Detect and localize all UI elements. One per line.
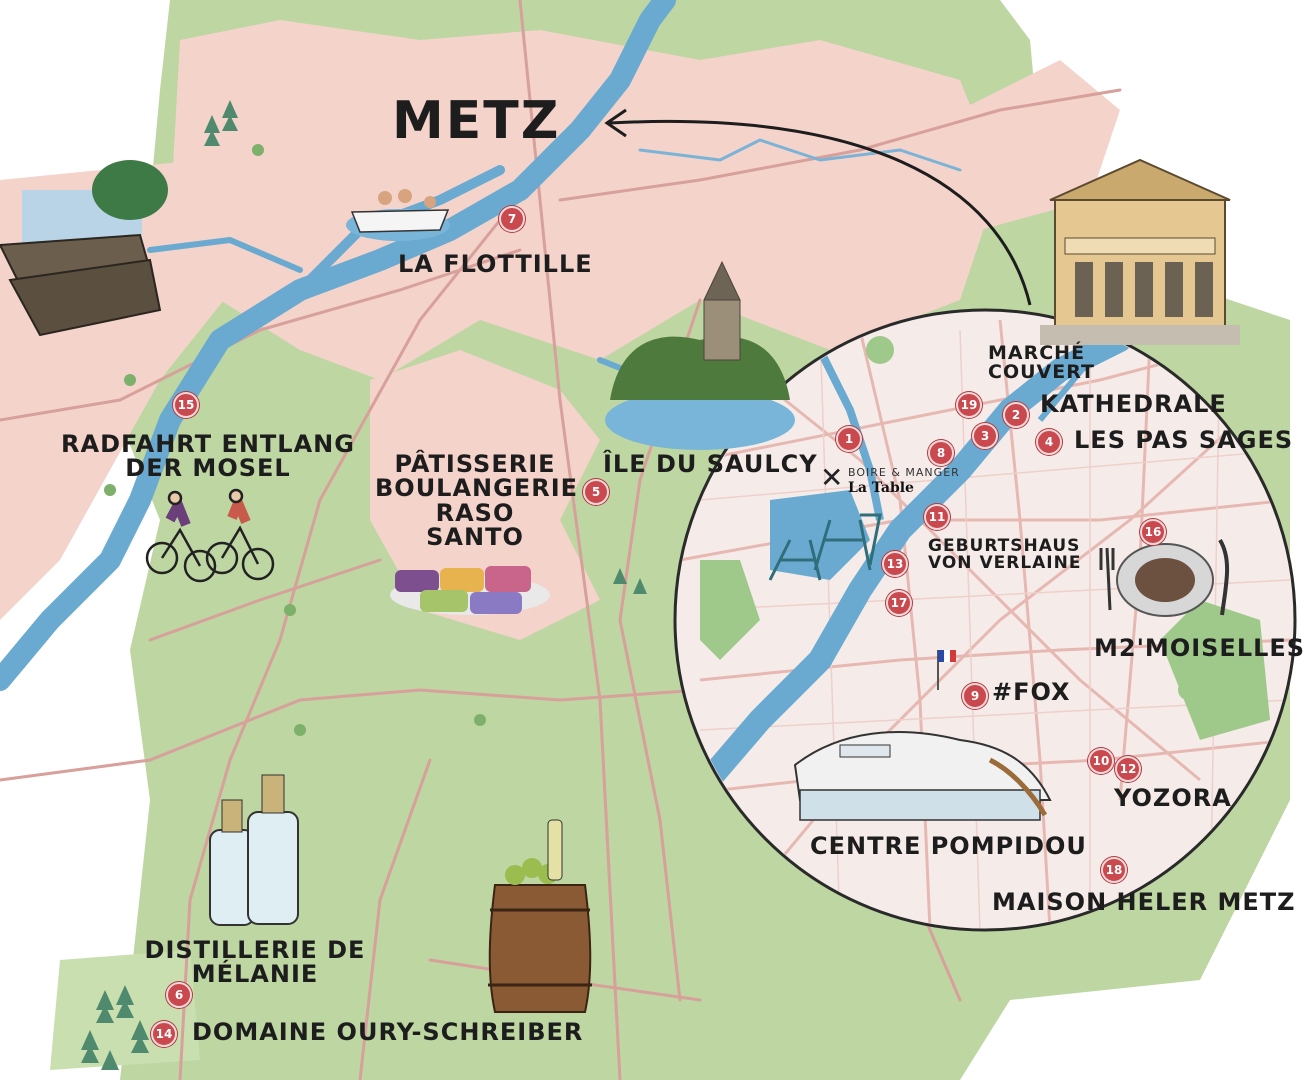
map-pin-13[interactable]: 13 (882, 551, 908, 577)
label-patisserie-line2: BOULANGERIE (375, 474, 579, 503)
label-verlaine-line1: GEBURTSHAUS (928, 536, 1081, 556)
plate-illustration (1099, 538, 1230, 617)
market-hall-illustration (1040, 158, 1240, 345)
map-pin-19[interactable]: 19 (956, 392, 982, 418)
map-pin-15[interactable]: 15 (173, 392, 199, 418)
label-patisserie: PÂTISSERIE BOULANGERIE RASO SANTO (375, 450, 579, 552)
urban-area-east (940, 60, 1120, 230)
label-distillerie-line1: DISTILLERIE DE (144, 936, 366, 964)
wine-barrel-illustration (488, 819, 592, 1013)
pedal-boat-illustration (346, 189, 450, 241)
map-pin-5[interactable]: 5 (583, 479, 609, 505)
label-la-flottille: LA FLOTTILLE (398, 250, 593, 278)
la-table-tagline: BOIRE & MANGER (848, 466, 960, 479)
map-pin-17[interactable]: 17 (886, 590, 912, 616)
pointer-arrow-head (604, 108, 627, 138)
map-pin-16[interactable]: 16 (1140, 519, 1166, 545)
map-pin-14[interactable]: 14 (151, 1021, 177, 1047)
map-pin-3[interactable]: 3 (972, 423, 998, 449)
label-marche-couvert: MARCHÉ COUVERT (988, 342, 1095, 384)
cakes-illustration (390, 566, 550, 615)
map-pin-9[interactable]: 9 (962, 683, 988, 709)
label-distillerie: DISTILLERIE DE MÉLANIE (140, 938, 370, 987)
label-verlaine-line2: VON VERLAINE (928, 553, 1082, 574)
tree-icons (81, 100, 647, 1070)
label-yozora: YOZORA (1114, 784, 1232, 812)
label-patisserie-line3: RASO (435, 498, 515, 527)
gin-bottles-illustration (209, 774, 299, 926)
label-kathedrale: KATHEDRALE (1040, 390, 1227, 418)
label-domaine-oury-schreiber: DOMAINE OURY-SCHREIBER (192, 1018, 584, 1046)
map-pin-7[interactable]: 7 (499, 206, 525, 232)
label-marche-line1: MARCHÉ (988, 342, 1086, 364)
french-flag-illustration (937, 650, 956, 690)
label-maison-heler: MAISON HELER METZ (992, 888, 1296, 916)
label-patisserie-line1: PÂTISSERIE (394, 450, 556, 478)
map-pin-2[interactable]: 2 (1003, 402, 1029, 428)
map-pin-10[interactable]: 10 (1088, 748, 1114, 774)
map-pin-1[interactable]: 1 (836, 426, 862, 452)
la-table-name: La Table (848, 480, 914, 496)
urban-area-center (370, 350, 600, 640)
label-geburtshaus-verlaine: GEBURTSHAUS VON VERLAINE (928, 536, 1082, 574)
label-fox: #FOX (992, 678, 1071, 706)
cyclists-illustration (145, 488, 275, 583)
map-pin-6[interactable]: 6 (166, 982, 192, 1008)
pointer-arrow (609, 119, 1032, 306)
map-pin-8[interactable]: 8 (928, 440, 954, 466)
city-title: METZ (392, 91, 561, 151)
label-ile-du-saulcy: ÎLE DU SAULCY (603, 450, 818, 478)
park-chairs-illustration (768, 513, 882, 581)
label-radfahrt: RADFAHRT ENTLANG DER MOSEL (58, 432, 358, 481)
rowing-boats-illustration (0, 160, 168, 337)
label-m2moiselles: M2'MOISELLES (1094, 634, 1306, 662)
label-marche-line2: COUVERT (988, 361, 1095, 384)
label-distillerie-line2: MÉLANIE (191, 960, 319, 989)
label-patisserie-line4: SANTO (426, 523, 524, 552)
la-table-logo: ✕ BOIRE & MANGER La Table (820, 462, 970, 502)
map-pin-12[interactable]: 12 (1115, 756, 1141, 782)
island-church-illustration (605, 260, 795, 450)
centre-pompidou-illustration (793, 731, 1052, 821)
fork-knife-icon: ✕ (820, 461, 844, 494)
label-radfahrt-line1: RADFAHRT ENTLANG (61, 430, 355, 458)
urban-area-north (170, 20, 1000, 380)
map-pin-18[interactable]: 18 (1101, 857, 1127, 883)
map-pin-4[interactable]: 4 (1036, 429, 1062, 455)
map-pin-11[interactable]: 11 (924, 504, 950, 530)
label-centre-pompidou: CENTRE POMPIDOU (810, 832, 1087, 860)
label-les-pas-sages: LES PAS SAGES (1074, 426, 1294, 454)
label-radfahrt-line2: DER MOSEL (125, 454, 291, 483)
